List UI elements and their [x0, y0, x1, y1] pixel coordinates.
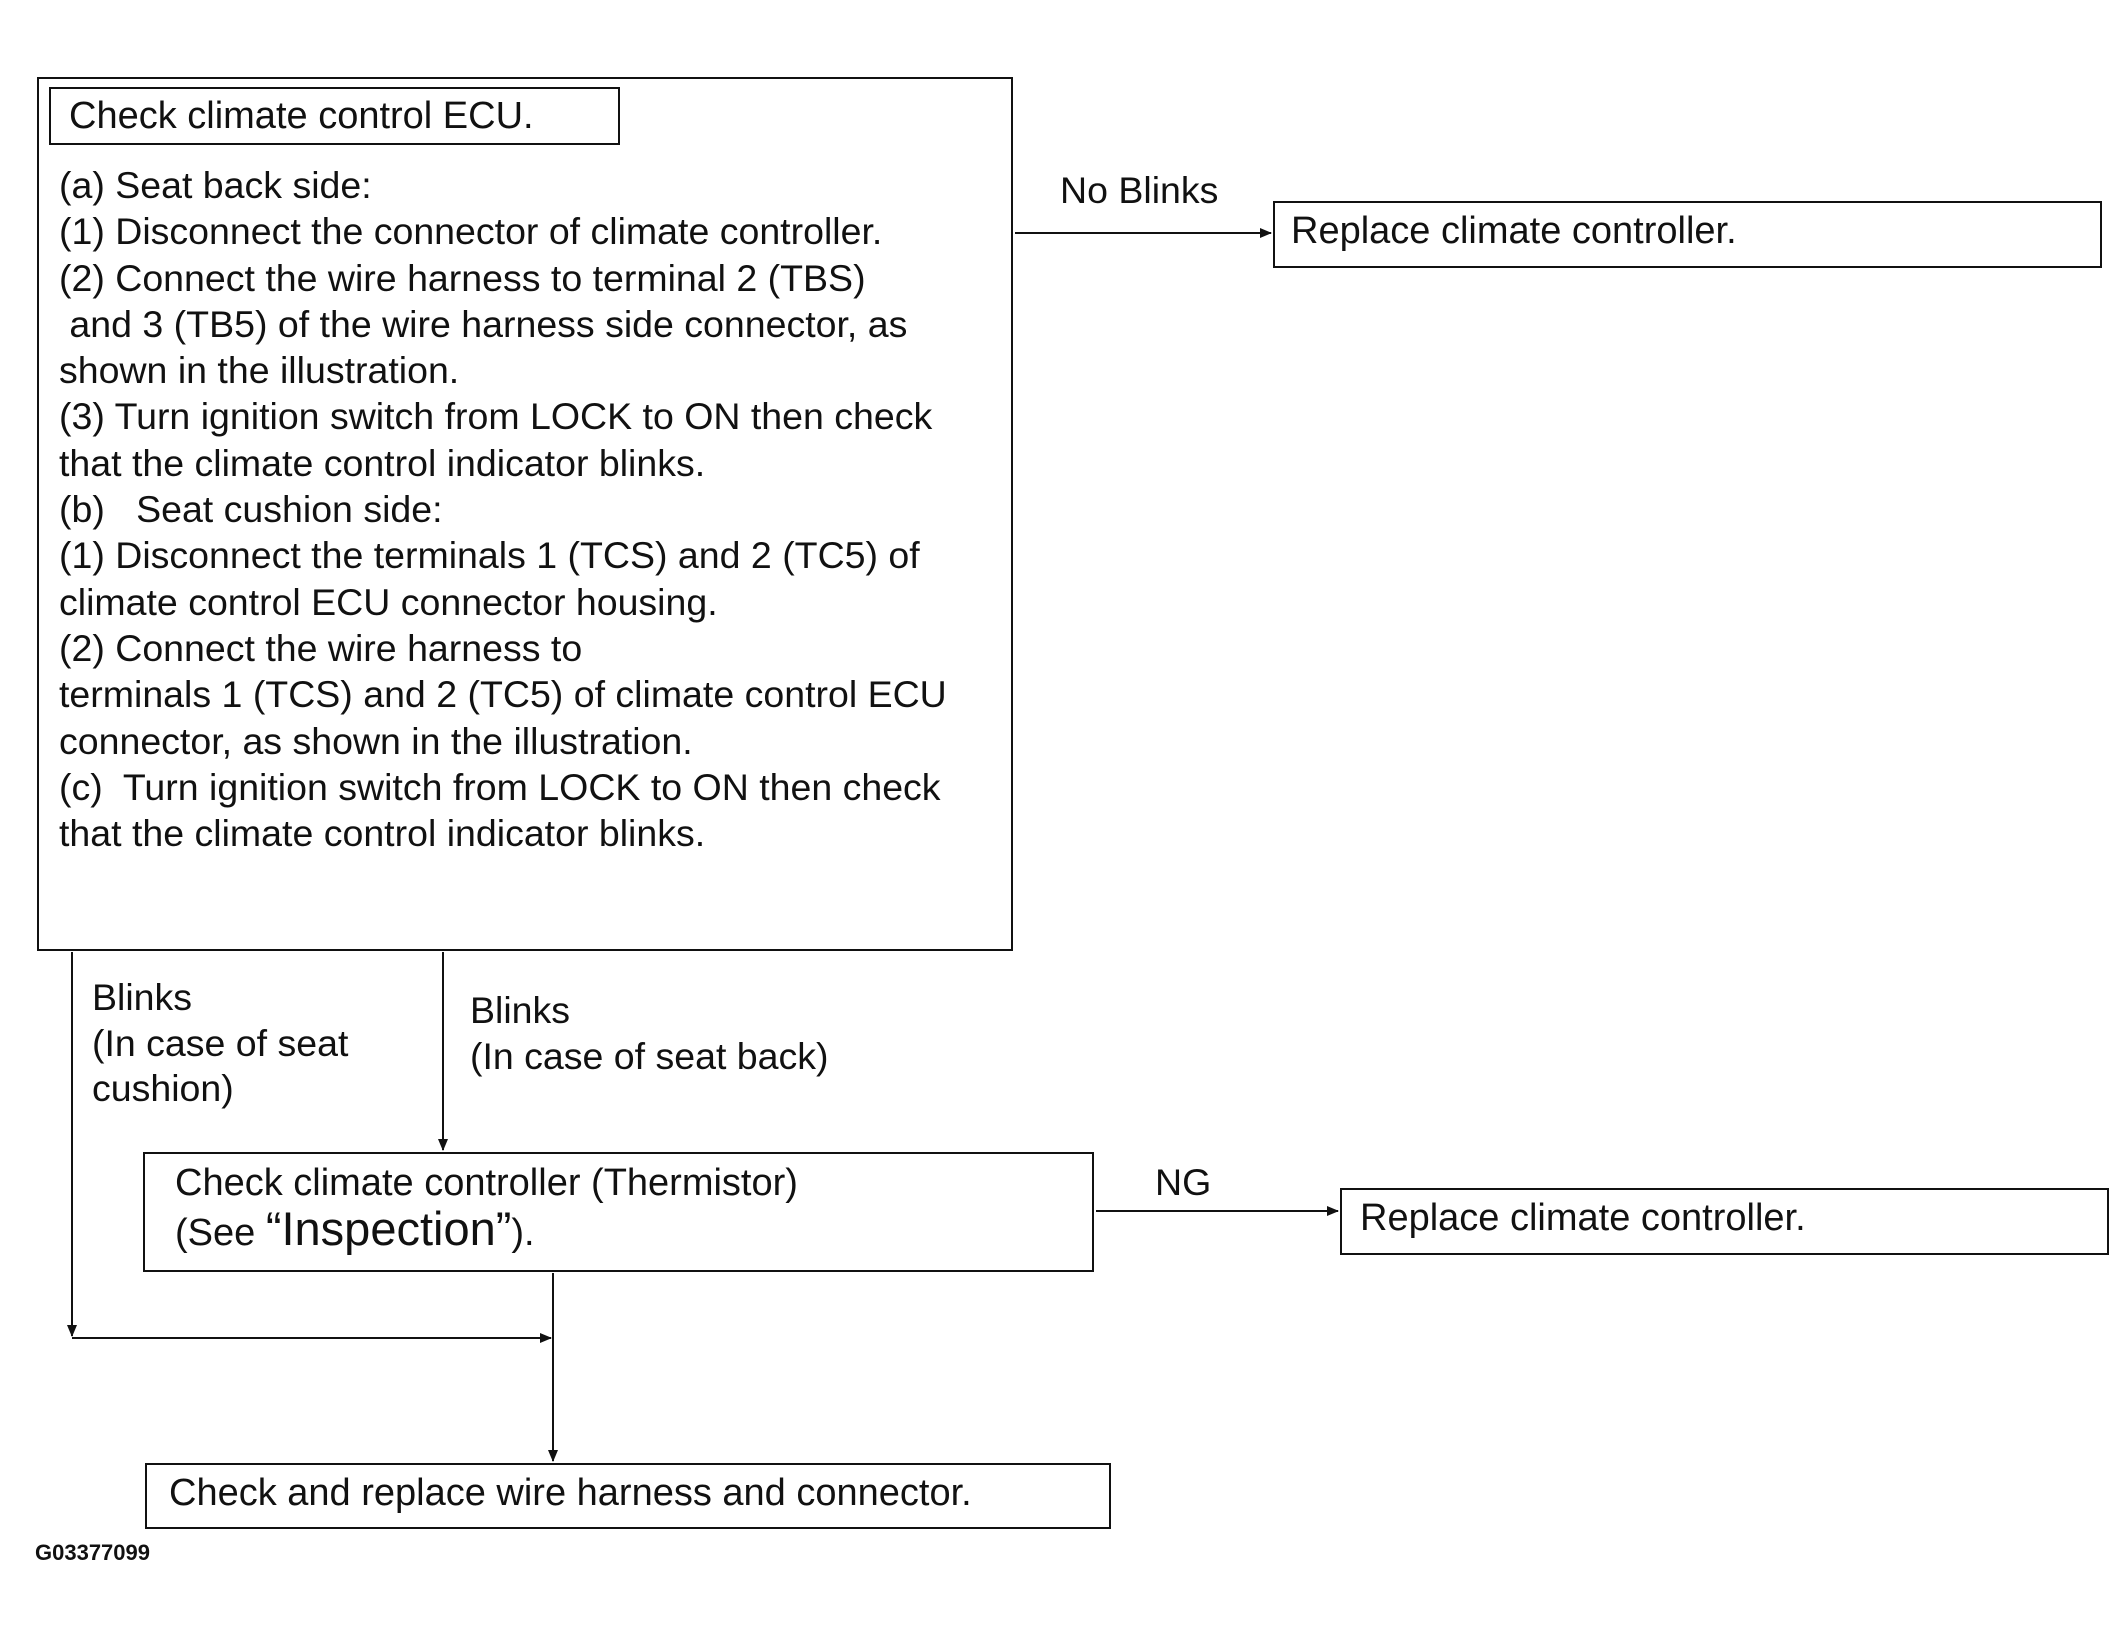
inspection-reference: “Inspection”	[265, 1202, 512, 1255]
instruction-line: connector, as shown in the illustration.	[59, 719, 693, 762]
replace-controller-text-top: Replace climate controller.	[1291, 210, 1737, 252]
instruction-line: that the climate control indicator blink…	[59, 441, 706, 484]
ecu-check-title-box: Check climate control ECU.	[49, 87, 620, 145]
figure-code: G03377099	[35, 1540, 150, 1565]
instruction-line: shown in the illustration.	[59, 349, 460, 392]
blinks-cushion-line: (In case of seat	[92, 1021, 349, 1064]
see-prefix: (See	[175, 1212, 266, 1254]
no-blinks-label: No Blinks	[1060, 169, 1219, 211]
blinks-back-line: (In case of seat back)	[470, 1034, 829, 1077]
instruction-line: (2) Connect the wire harness to	[59, 626, 583, 669]
blinks-cushion-line: cushion)	[92, 1067, 234, 1109]
instruction-line: (a) Seat back side:	[59, 164, 372, 206]
thermistor-check-line2: (See “Inspection”).	[175, 1205, 535, 1256]
replace-controller-text-bottom: Replace climate controller.	[1360, 1197, 1806, 1239]
ecu-check-instructions: (a) Seat back side: (1) Disconnect the c…	[59, 162, 1019, 856]
replace-controller-box-bottom: Replace climate controller.	[1340, 1188, 2109, 1255]
instruction-line: climate control ECU connector housing.	[59, 580, 718, 623]
thermistor-check-line1: Check climate controller (Thermistor)	[175, 1162, 798, 1204]
blinks-cushion-label: Blinks (In case of seat cushion)	[92, 975, 348, 1112]
instruction-line: (c) Turn ignition switch from LOCK to ON…	[59, 765, 941, 808]
ng-label: NG	[1155, 1161, 1212, 1203]
replace-controller-box-top: Replace climate controller.	[1273, 201, 2102, 268]
instruction-line: (1) Disconnect the connector of climate …	[59, 210, 883, 253]
blinks-back-line: Blinks	[470, 989, 571, 1031]
thermistor-check-box: Check climate controller (Thermistor) (S…	[143, 1152, 1094, 1272]
instruction-line: (2) Connect the wire harness to terminal…	[59, 256, 866, 299]
instruction-line: (3) Turn ignition switch from LOCK to ON…	[59, 395, 933, 438]
instruction-line: (b) Seat cushion side:	[59, 488, 443, 531]
instruction-line: and 3 (TB5) of the wire harness side con…	[59, 302, 908, 345]
instruction-line: (1) Disconnect the terminals 1 (TCS) and…	[59, 534, 920, 577]
harness-check-box: Check and replace wire harness and conne…	[145, 1463, 1111, 1529]
see-suffix: ).	[511, 1212, 535, 1254]
instruction-line: terminals 1 (TCS) and 2 (TC5) of climate…	[59, 673, 947, 716]
ecu-check-box: Check climate control ECU. (a) Seat back…	[37, 77, 1013, 951]
instruction-line: that the climate control indicator blink…	[59, 812, 706, 855]
blinks-cushion-line: Blinks	[92, 976, 193, 1018]
blinks-back-label: Blinks (In case of seat back)	[470, 988, 829, 1079]
harness-check-text: Check and replace wire harness and conne…	[169, 1472, 972, 1514]
ecu-check-title: Check climate control ECU.	[69, 95, 534, 137]
